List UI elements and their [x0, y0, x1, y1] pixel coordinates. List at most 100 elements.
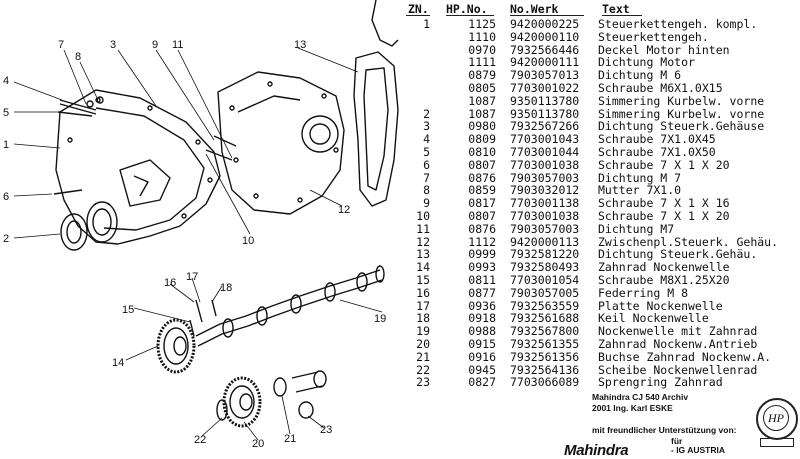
- part-werk-cell: 9420000111: [510, 55, 580, 70]
- part-zn-cell: 8: [423, 183, 430, 198]
- callout-13: 13: [294, 39, 306, 51]
- part-text-cell: Zahnrad Nockenwelle: [598, 260, 730, 275]
- intermediate-plate: [217, 71, 345, 215]
- camshaft-gear: [156, 318, 196, 374]
- part-hp-cell: 0918: [468, 311, 496, 326]
- part-zn-cell: 7: [423, 170, 430, 185]
- part-werk-cell: 9350113780: [510, 106, 580, 121]
- part-hp-cell: 0805: [468, 81, 496, 95]
- part-werk-cell: 7703001138: [510, 196, 580, 211]
- part-werk-cell: 7903032012: [510, 183, 580, 198]
- part-zn-cell: 16: [416, 285, 430, 300]
- crankshaft-seal: [60, 213, 88, 251]
- part-zn-cell: 18: [416, 311, 430, 326]
- part-zn-cell: 22: [416, 362, 430, 377]
- part-text-cell: Zwischenpl.Steuerk. Gehäu.: [598, 234, 779, 249]
- part-zn-cell: 17: [416, 298, 430, 313]
- callout-18: 18: [220, 282, 232, 294]
- part-zn-cell: 15: [416, 273, 430, 287]
- part-text-cell: Platte Nockenwelle: [598, 298, 723, 313]
- gear-bushing: [291, 371, 323, 393]
- part-hp-cell: 0876: [468, 170, 496, 185]
- callout-4: 4: [3, 75, 9, 87]
- header-rule: [446, 15, 494, 16]
- part-text-cell: Buchse Zahnrad Nockenw.A.: [598, 349, 772, 364]
- part-text-cell: Dichtung M 7: [598, 170, 682, 185]
- part-hp-cell: 0827: [468, 375, 496, 390]
- callout-17: 17: [186, 271, 198, 283]
- part-werk-cell: 9420000110: [510, 29, 580, 44]
- part-zn-cell: 13: [416, 247, 430, 262]
- ig-austria-label: - IG AUSTRIA: [671, 445, 725, 455]
- part-werk-cell: 7703001044: [510, 145, 580, 159]
- part-zn-cell: 1: [423, 17, 430, 31]
- part-werk-cell: 7703001038: [510, 157, 580, 172]
- callout-14: 14: [112, 357, 124, 369]
- part-hp-cell: 0859: [468, 183, 496, 198]
- part-zn-cell: 3: [423, 119, 430, 134]
- mahindra-logo: Mahindra: [564, 442, 629, 459]
- part-zn-cell: 2: [423, 106, 430, 121]
- part-zn-cell: 11: [416, 221, 430, 236]
- part-hp-cell: 0877: [468, 285, 496, 300]
- callout-8: 8: [75, 51, 81, 63]
- exploded-parts-diagram: 1 2 3 4 5 6 7 8 9 10 11 12 13 14 15 16 1…: [3, 0, 399, 450]
- part-werk-cell: 9420000225: [510, 17, 580, 31]
- part-hp-cell: 1111: [468, 55, 496, 70]
- parts-row: 1087 9350113780 Simmering Kurbelw. vorne: [404, 94, 800, 109]
- part-text-cell: Simmering Kurbelw. vorne: [598, 93, 765, 108]
- callout-3: 3: [110, 39, 116, 51]
- snap-ring: [298, 401, 314, 419]
- callout-20: 20: [252, 438, 264, 450]
- part-hp-cell: 0945: [468, 362, 496, 377]
- timing-cover-gasket: [353, 51, 399, 207]
- gear-washer: [216, 399, 228, 421]
- callout-19: 19: [374, 313, 386, 325]
- header-rule: [510, 15, 584, 16]
- part-werk-cell: 7703066089: [510, 375, 580, 390]
- drive-gear: [222, 376, 262, 428]
- part-hp-cell: 1087: [468, 93, 496, 108]
- part-werk-cell: 7932580493: [510, 260, 580, 275]
- callout-21: 21: [284, 433, 296, 445]
- part-zn-cell: 5: [423, 145, 430, 159]
- part-werk-cell: 9350113780: [510, 93, 580, 108]
- part-werk-cell: 7932561356: [510, 349, 580, 364]
- part-hp-cell: 0807: [468, 157, 496, 172]
- callout-7: 7: [58, 39, 64, 51]
- part-hp-cell: 0879: [468, 68, 496, 83]
- callout-12: 12: [338, 204, 350, 216]
- callout-23: 23: [320, 424, 332, 436]
- part-hp-cell: 0988: [468, 324, 496, 339]
- part-werk-cell: 7932567266: [510, 119, 580, 134]
- part-hp-cell: 0876: [468, 221, 496, 236]
- part-hp-cell: 0993: [468, 260, 496, 275]
- part-text-cell: Steuerkettengeh. kompl.: [598, 17, 758, 31]
- part-werk-cell: 7703001038: [510, 209, 580, 223]
- part-zn-cell: 23: [416, 375, 430, 390]
- seal-base: [760, 438, 794, 447]
- part-hp-cell: 0980: [468, 119, 496, 134]
- part-werk-cell: 7903057005: [510, 285, 580, 300]
- part-text-cell: Simmering Kurbelw. vorne: [598, 106, 765, 121]
- part-text-cell: Schraube 7 X 1 X 20: [598, 209, 730, 223]
- part-text-cell: Mutter 7X1.0: [598, 183, 682, 198]
- callout-16: 16: [164, 277, 176, 289]
- part-hp-cell: 1110: [468, 29, 496, 44]
- header-rule: [602, 15, 642, 16]
- archive-title: Mahindra CJ 540 Archiv: [592, 392, 689, 402]
